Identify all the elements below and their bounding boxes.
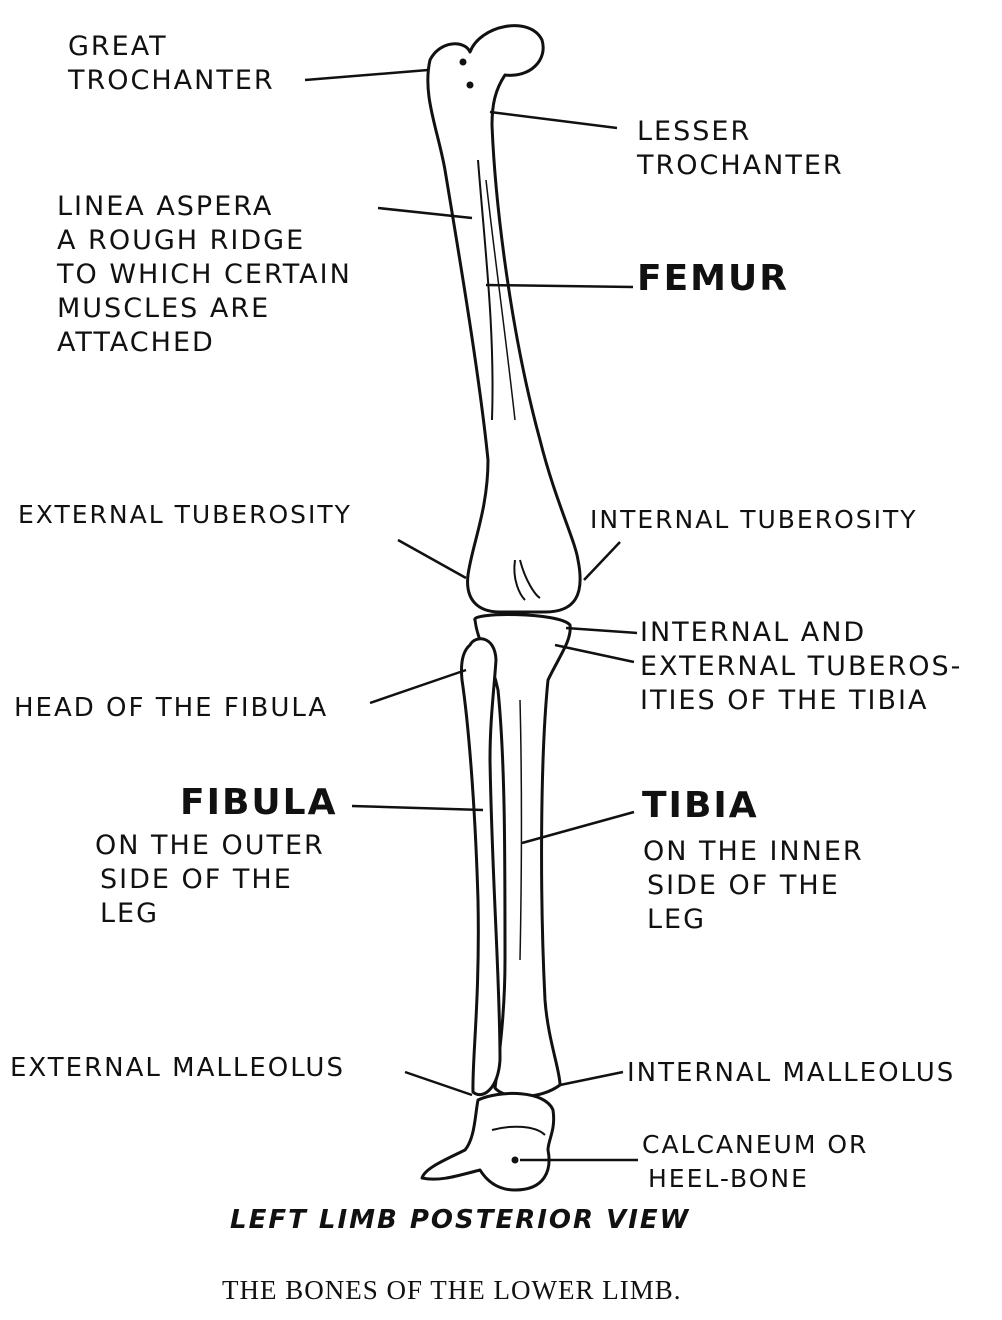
- label-line: INTERNAL AND: [640, 617, 867, 648]
- foot-bones: [420, 1091, 556, 1192]
- head-fibula-label: HEAD OF THE FIBULA: [14, 693, 329, 723]
- label-line: ATTACHED: [57, 327, 215, 358]
- figure-title: THE BONES OF THE LOWER LIMB.: [222, 1275, 682, 1305]
- label-line: GREAT: [68, 31, 168, 62]
- fibula-description: ON THE OUTER SIDE OF THE LEG: [95, 829, 325, 931]
- label-line: LEG: [100, 898, 160, 929]
- label-line: HEEL-BONE: [648, 1164, 809, 1193]
- label-line: LINEA ASPERA: [57, 191, 274, 222]
- view-caption: LEFT LIMB POSTERIOR VIEW: [230, 1205, 691, 1235]
- fibula-label: FIBULA: [180, 782, 338, 823]
- leader-lines: [304, 68, 638, 1162]
- internal-malleolus-label: INTERNAL MALLEOLUS: [627, 1058, 956, 1088]
- label-line: EXTERNAL TUBEROS-: [640, 651, 963, 682]
- femur-bone: [426, 24, 582, 614]
- label-line: SIDE OF THE: [647, 870, 840, 901]
- label-line: TROCHANTER: [637, 150, 844, 181]
- label-line: ITIES OF THE TIBIA: [640, 685, 929, 716]
- label-line: ON THE OUTER: [95, 830, 325, 861]
- internal-tuberosity-label: INTERNAL TUBEROSITY: [590, 505, 918, 534]
- external-malleolus-label: EXTERNAL MALLEOLUS: [10, 1053, 345, 1083]
- fibula-bone: [460, 637, 502, 1097]
- label-line: CALCANEUM OR: [642, 1130, 869, 1159]
- label-line: MUSCLES ARE: [57, 293, 271, 324]
- tibia-tuberosities-label: INTERNAL AND EXTERNAL TUBEROS- ITIES OF …: [640, 616, 962, 718]
- label-line: A ROUGH RIDGE: [57, 225, 306, 256]
- label-line: ON THE INNER: [643, 836, 864, 867]
- calcaneum-label: CALCANEUM OR HEEL-BONE: [642, 1128, 868, 1196]
- label-line: SIDE OF THE: [100, 864, 293, 895]
- external-tuberosity-label: EXTERNAL TUBEROSITY: [18, 500, 352, 529]
- tibia-label: TIBIA: [642, 785, 759, 826]
- label-line: LEG: [647, 904, 707, 935]
- label-line: LESSER: [637, 116, 752, 147]
- label-line: TROCHANTER: [68, 65, 275, 96]
- tibia-description: ON THE INNER SIDE OF THE LEG: [643, 835, 864, 937]
- femur-label: FEMUR: [637, 258, 789, 299]
- great-trochanter-label: GREAT TROCHANTER: [68, 30, 275, 98]
- lesser-trochanter-label: LESSER TROCHANTER: [637, 115, 844, 183]
- linea-aspera-label: LINEA ASPERA A ROUGH RIDGE TO WHICH CERT…: [57, 190, 352, 360]
- label-line: TO WHICH CERTAIN: [57, 259, 352, 290]
